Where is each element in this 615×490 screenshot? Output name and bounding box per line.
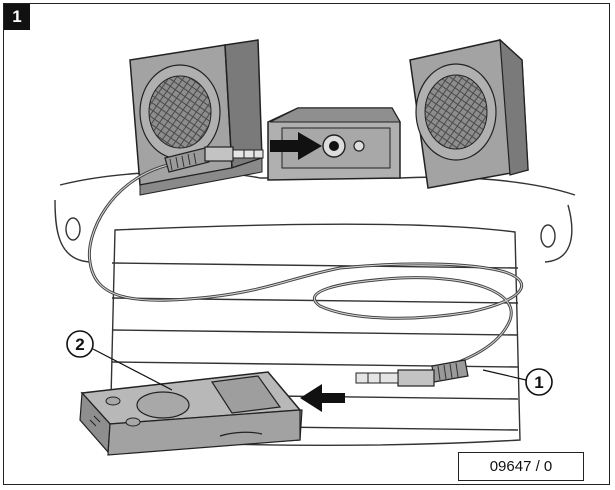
audio-cable-icon — [87, 162, 524, 374]
callout-1-label: 1 — [534, 373, 543, 392]
right-speaker-icon — [409, 38, 529, 189]
bottom-audio-plug — [355, 359, 469, 387]
insert-arrow-bottom — [300, 384, 345, 412]
callout-1: 1 — [482, 368, 553, 396]
callout-2: 2 — [66, 330, 173, 391]
insert-arrow-top — [270, 132, 322, 160]
figure-number-badge: 1 — [4, 4, 30, 30]
callout-2-label: 2 — [75, 335, 84, 354]
top-audio-plug — [164, 146, 264, 173]
media-player-icon — [79, 371, 303, 456]
figure-reference-code: 09647 / 0 — [458, 452, 584, 481]
